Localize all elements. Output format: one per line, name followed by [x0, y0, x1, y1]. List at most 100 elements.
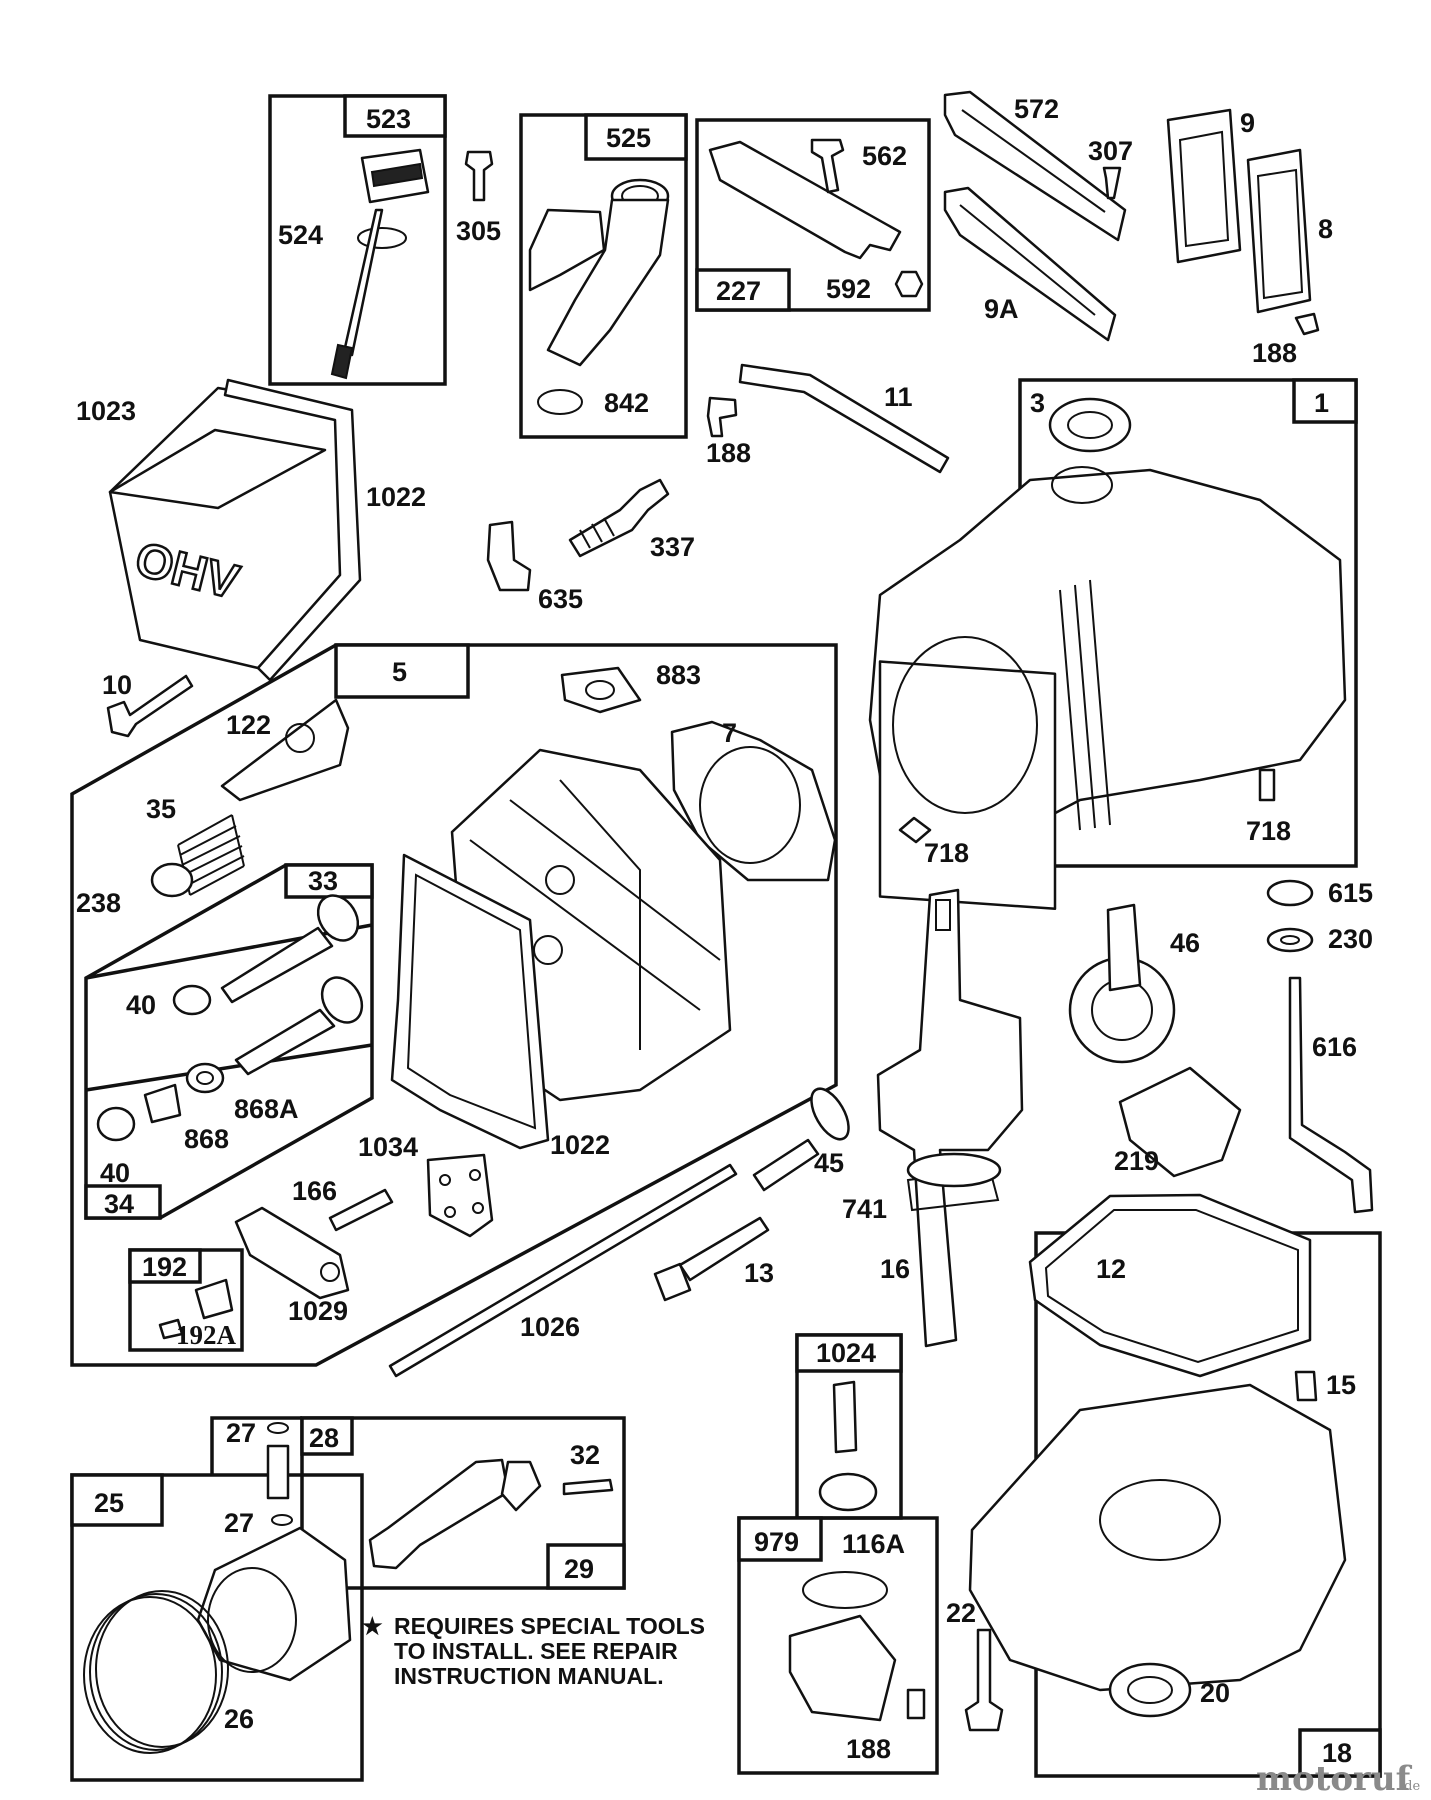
cap-238-part: [150, 862, 194, 898]
bolt-188-a-part: [1294, 312, 1320, 336]
callout-27-lower: 27: [224, 1508, 254, 1538]
group-box-979: [737, 1516, 939, 1775]
callout-12: 12: [1096, 1254, 1126, 1284]
bolt-13-part: [653, 1216, 770, 1302]
breather-tube-part: [738, 363, 950, 474]
callout-116A: 116A: [842, 1529, 905, 1559]
callout-32: 32: [570, 1440, 600, 1470]
plate-1034-part: [426, 1153, 494, 1238]
callout-868A: 868A: [234, 1094, 299, 1124]
watermark-tld: .de: [1400, 1779, 1420, 1794]
watermark-brand: motoruf: [1256, 1759, 1413, 1799]
callout-572: 572: [1014, 94, 1059, 124]
sump-18-part: [968, 1383, 1347, 1692]
tappet-45-part: [752, 1087, 850, 1192]
group-box-33: [84, 863, 374, 1220]
note-star: ★: [362, 1613, 383, 1639]
callout-868: 868: [184, 1124, 229, 1154]
callout-11: 11: [884, 382, 913, 412]
head-gasket-1022-part: [390, 853, 550, 1150]
dipstick-part: [330, 148, 430, 380]
clip-27-b-part: [271, 1514, 293, 1526]
callout-718-right: 718: [1246, 816, 1291, 846]
callout-3: 3: [1030, 388, 1045, 418]
group-box-227: [695, 118, 931, 312]
callout-635: 635: [538, 584, 583, 614]
callout-25: 25: [94, 1488, 124, 1518]
retainer-40-b-part: [96, 1106, 136, 1142]
callout-28: 28: [309, 1423, 339, 1453]
oil-seal-3-part: [1048, 397, 1132, 453]
rocker-gasket-1022-part: [223, 378, 362, 682]
connecting-rod-part: [368, 1458, 542, 1570]
callout-1034: 1034: [358, 1132, 418, 1162]
bolt-32-part: [562, 1478, 614, 1496]
callout-9: 9: [1240, 108, 1255, 138]
callout-227: 227: [716, 276, 761, 306]
special-tools-note: ★ REQUIRES SPECIAL TOOLS TO INSTALL. SEE…: [362, 1613, 705, 1689]
stud-166-part: [328, 1188, 394, 1232]
callout-40-lower: 40: [100, 1158, 130, 1188]
elbow-635-part: [486, 520, 532, 592]
callout-842: 842: [604, 388, 649, 418]
callout-1022-head: 1022: [550, 1130, 610, 1160]
bolt-188-b-part: [706, 396, 738, 438]
note-line-3: INSTRUCTION MANUAL.: [394, 1663, 664, 1689]
callout-616: 616: [1312, 1032, 1357, 1062]
callout-10: 10: [102, 670, 132, 700]
callout-27-upper: 27: [226, 1418, 256, 1448]
gasket-9-part: [1166, 108, 1242, 264]
pushrod-part: [388, 1163, 738, 1378]
callout-337: 337: [650, 532, 695, 562]
retainer-40-a-part: [172, 984, 212, 1016]
valve-exhaust-part: [234, 976, 364, 1076]
callout-188-mid: 188: [706, 438, 751, 468]
callout-33: 33: [308, 866, 338, 896]
callout-166: 166: [292, 1176, 337, 1206]
piston-pin-part: [266, 1444, 290, 1500]
callout-741: 741: [842, 1194, 887, 1224]
callout-122: 122: [226, 710, 271, 740]
callout-188-top: 188: [1252, 338, 1297, 368]
gasket-9A-part: [943, 186, 1117, 342]
bolt-188-c-part: [906, 1688, 926, 1720]
callout-525: 525: [606, 123, 651, 153]
callout-192: 192: [142, 1252, 187, 1282]
note-line-2: TO INSTALL. SEE REPAIR: [394, 1638, 678, 1664]
seal-20-part: [1108, 1662, 1192, 1718]
callout-9A: 9A: [984, 294, 1019, 324]
gasket-572-part: [943, 90, 1127, 242]
callout-15: 15: [1326, 1370, 1356, 1400]
plug-15-part: [1294, 1370, 1318, 1402]
dowel-718-a-part: [898, 816, 932, 844]
bolt-10-part: [106, 674, 194, 738]
callout-230: 230: [1328, 924, 1373, 954]
callout-1023: 1023: [76, 396, 136, 426]
oil-pump-1024-part: [818, 1380, 878, 1512]
bolt-22-part: [964, 1628, 1004, 1732]
callout-20: 20: [1200, 1678, 1230, 1708]
callout-979: 979: [754, 1527, 799, 1557]
callout-34: 34: [104, 1189, 134, 1219]
oring-116A-part: [802, 1571, 888, 1609]
callout-1026: 1026: [520, 1312, 580, 1342]
washer-615-part: [1266, 879, 1314, 907]
gasket-12-part: [1028, 1193, 1312, 1378]
washer-230-part: [1266, 927, 1314, 953]
clip-27-a-part: [267, 1422, 289, 1434]
callout-718-left: 718: [924, 838, 969, 868]
governor-bracket-part: [708, 138, 924, 298]
callout-615: 615: [1328, 878, 1373, 908]
callout-592: 592: [826, 274, 871, 304]
callout-13: 13: [744, 1258, 774, 1288]
gasket-883-part: [560, 666, 642, 714]
callout-307: 307: [1088, 136, 1133, 166]
callout-26: 26: [224, 1704, 254, 1734]
cylinder-block-part: [868, 466, 1347, 911]
group-box-1: [1018, 378, 1358, 868]
spark-plug-part: [568, 478, 670, 558]
dowel-718-b-part: [1258, 768, 1276, 802]
group-box-523: [268, 94, 447, 386]
callout-188-bottom: 188: [846, 1734, 891, 1764]
